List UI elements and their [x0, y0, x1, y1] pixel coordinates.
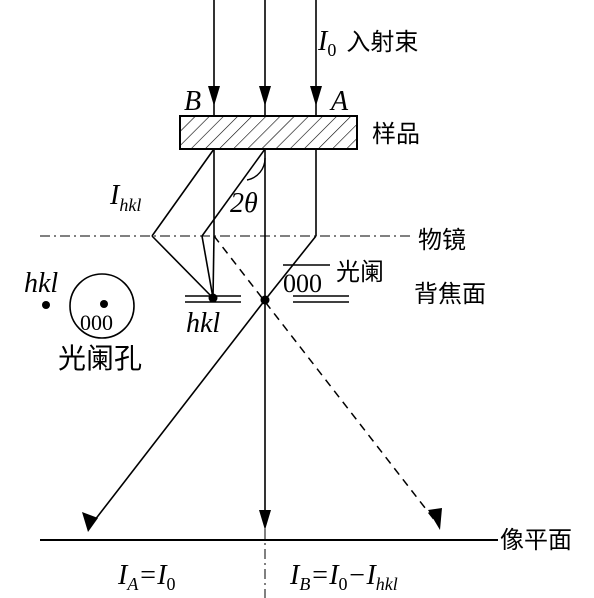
- focal-hkl-label: hkl: [186, 308, 220, 339]
- arrowhead-right: [310, 86, 322, 106]
- sample-label: 样品: [372, 120, 420, 148]
- diffracted-focus-1: [151, 235, 214, 299]
- arrowhead-image-a: [82, 512, 98, 532]
- angle-arc: [246, 157, 266, 181]
- ray-focus-to-image-a: [90, 299, 266, 526]
- angle-label: 2θ: [230, 188, 258, 219]
- objective-label: 物镜: [418, 226, 466, 254]
- inset-hkl-label: hkl: [24, 268, 58, 299]
- diffracted-ray-center: [201, 148, 266, 237]
- inset-spot-hkl: [42, 301, 50, 309]
- diffracted-focus-3: [212, 235, 215, 299]
- arrowhead-left: [208, 86, 220, 106]
- objective-aperture: [185, 295, 349, 303]
- focal-spot-000: [260, 295, 270, 305]
- inset-spot-000: [100, 300, 108, 308]
- aperture-hole-circle: [69, 273, 135, 339]
- diffracted-beam-label: Ihkl: [109, 180, 141, 215]
- diffracted-ray-b: [151, 148, 215, 237]
- equation-left: IA=I0: [117, 560, 176, 594]
- ray-a-to-focus: [264, 235, 317, 301]
- arrowhead-center: [259, 86, 271, 106]
- incident-arrowheads: [208, 86, 322, 106]
- point-b-label: B: [184, 86, 201, 117]
- blocked-ray-dashed: [213, 235, 437, 523]
- sample-specimen: [179, 115, 358, 150]
- arrowhead-image-center: [259, 510, 271, 530]
- imaging-rays: [90, 235, 317, 526]
- back-focal-label: 背焦面: [414, 280, 486, 308]
- diffracted-beams: [151, 148, 266, 299]
- diffracted-focus-2: [201, 235, 214, 299]
- arrowhead-blocked: [428, 508, 442, 530]
- inset-000-label: 000: [80, 310, 113, 335]
- aperture-hole-label: 光阑孔: [58, 342, 142, 375]
- focal-spot-hkl: [208, 293, 218, 303]
- aperture-label: 光阑: [336, 258, 384, 286]
- point-a-label: A: [329, 86, 349, 117]
- spot-000-label: 000: [283, 269, 322, 298]
- image-plane-label: 像平面: [500, 526, 572, 554]
- equation-right: IB=I0−Ihkl: [289, 560, 398, 594]
